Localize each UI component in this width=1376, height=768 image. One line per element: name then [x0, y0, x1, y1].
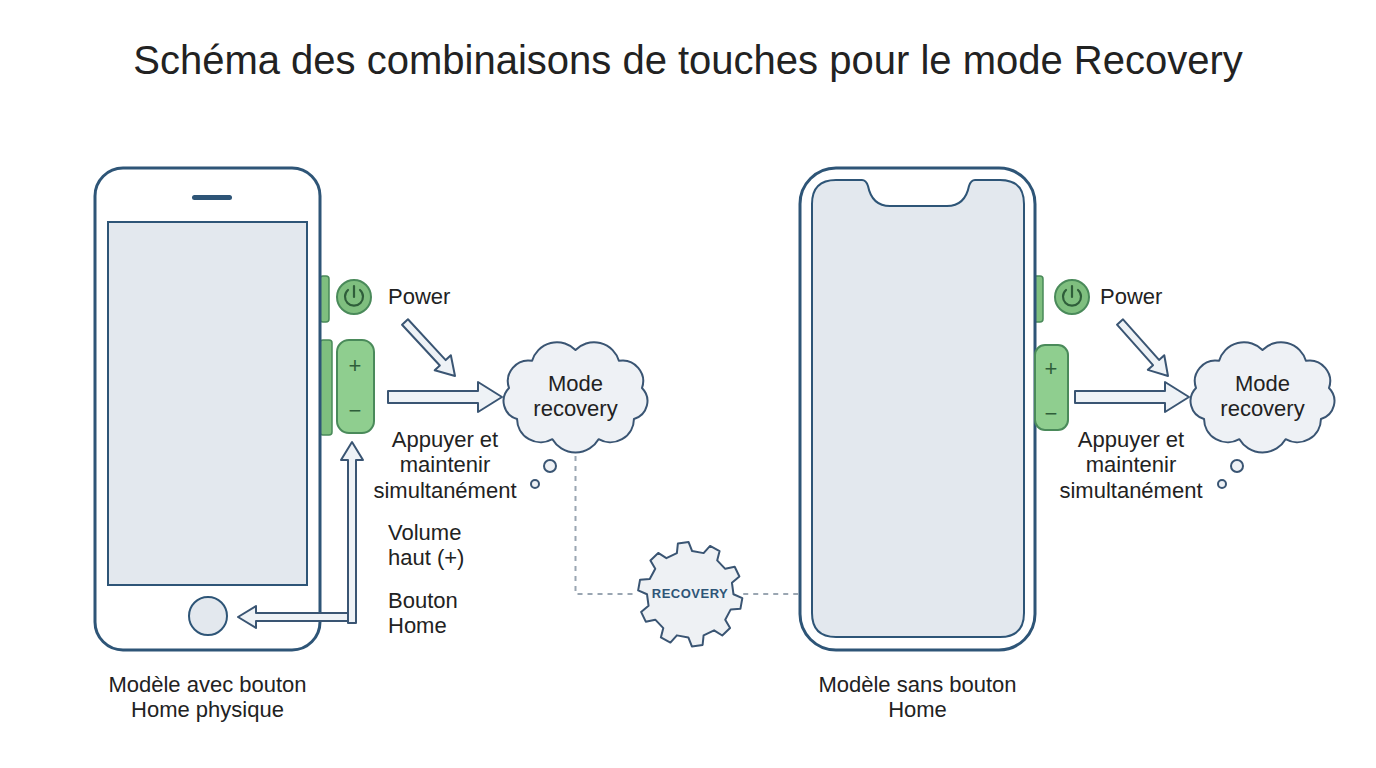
illustration-part [1218, 480, 1226, 488]
phone-outline: Modèle sans bouton Home [800, 168, 1035, 650]
annotation: Volume haut (+) [388, 520, 498, 571]
gear-outline [638, 542, 742, 646]
model-caption: Modèle avec bouton Home physique [83, 672, 333, 723]
annotation: Appuyer et maintenir simultanément [1044, 427, 1219, 503]
illustration-part [320, 340, 332, 435]
button-sign: − [349, 398, 362, 423]
illustration-part [95, 168, 320, 650]
press-arrow [1075, 382, 1189, 412]
illustration-part [189, 597, 227, 635]
illustration-part [108, 222, 307, 585]
button-sign: − [1045, 401, 1058, 426]
title: Schéma des combinaisons de touches pour … [0, 38, 1376, 83]
dashed-link [743, 593, 800, 595]
illustration-part [1071, 286, 1073, 297]
press-arrow [388, 382, 502, 412]
button-sign: + [349, 353, 362, 378]
illustration-part [544, 460, 556, 472]
illustration-part [192, 195, 232, 200]
illustration-part [1035, 345, 1068, 430]
illustration-part [353, 286, 355, 297]
annotation: Bouton Home [388, 588, 498, 639]
gear-label: RECOVERY [652, 587, 728, 602]
cloud-outline [504, 342, 648, 452]
cloud-label: Mode recovery [1220, 371, 1304, 422]
gear-badge: RECOVERY [635, 539, 745, 649]
leader-arrow [341, 442, 363, 623]
illustration-part [800, 168, 1035, 650]
phone-right [800, 168, 1243, 650]
leader-arrow [238, 606, 352, 628]
illustration-part [337, 280, 371, 314]
phone-left [95, 168, 556, 650]
leader-arrow [402, 319, 455, 376]
illustration-part [812, 180, 1024, 637]
leader-arrow [1117, 319, 1168, 376]
illustration-part [1231, 460, 1243, 472]
annotation: Power [1100, 284, 1162, 309]
thought-cloud: Mode recovery [1185, 340, 1340, 452]
cloud-label: Mode recovery [533, 371, 617, 422]
annotation: Power [388, 284, 450, 309]
annotation: Appuyer et maintenir simultanément [358, 427, 533, 503]
dashed-link [576, 446, 637, 594]
phone-outline: Modèle avec bouton Home physique [95, 168, 320, 650]
illustration-part [531, 480, 539, 488]
thought-cloud: Mode recovery [498, 340, 653, 452]
cloud-outline [1191, 342, 1335, 452]
illustration-part [1055, 280, 1089, 314]
model-caption: Modèle sans bouton Home [818, 672, 1018, 723]
button-sign: + [1045, 356, 1058, 381]
illustration-part [337, 340, 374, 433]
